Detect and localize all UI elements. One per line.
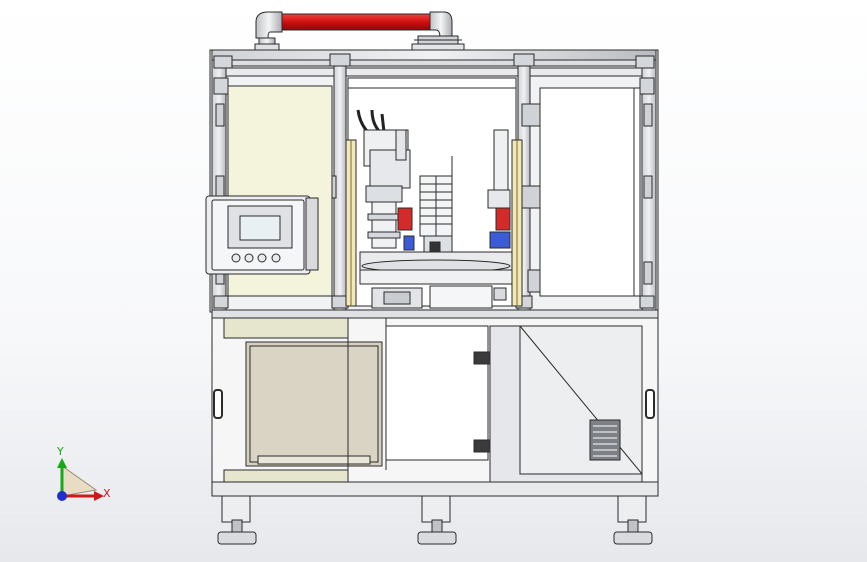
leveling-feet	[217, 495, 653, 545]
side-handles	[213, 389, 655, 419]
hmi-control-box	[205, 195, 319, 275]
tray-stack	[419, 156, 453, 257]
right-robot	[487, 129, 511, 249]
red-pipe-segment	[275, 13, 435, 31]
left-robot	[363, 129, 415, 251]
turntable	[359, 251, 513, 309]
hmi-screen	[239, 215, 281, 241]
left-cabinet-panel	[223, 317, 349, 339]
center-cabinet-door	[385, 325, 489, 461]
triad-xy-plane	[61, 465, 98, 497]
coordinate-triad	[57, 458, 104, 501]
light-curtains	[345, 139, 523, 307]
triad-z-dot	[57, 491, 67, 501]
triad-y-label: Y	[56, 445, 64, 458]
right-door-panel	[539, 87, 641, 297]
triad-x-label: X	[103, 487, 111, 500]
vent-grille	[589, 419, 621, 461]
